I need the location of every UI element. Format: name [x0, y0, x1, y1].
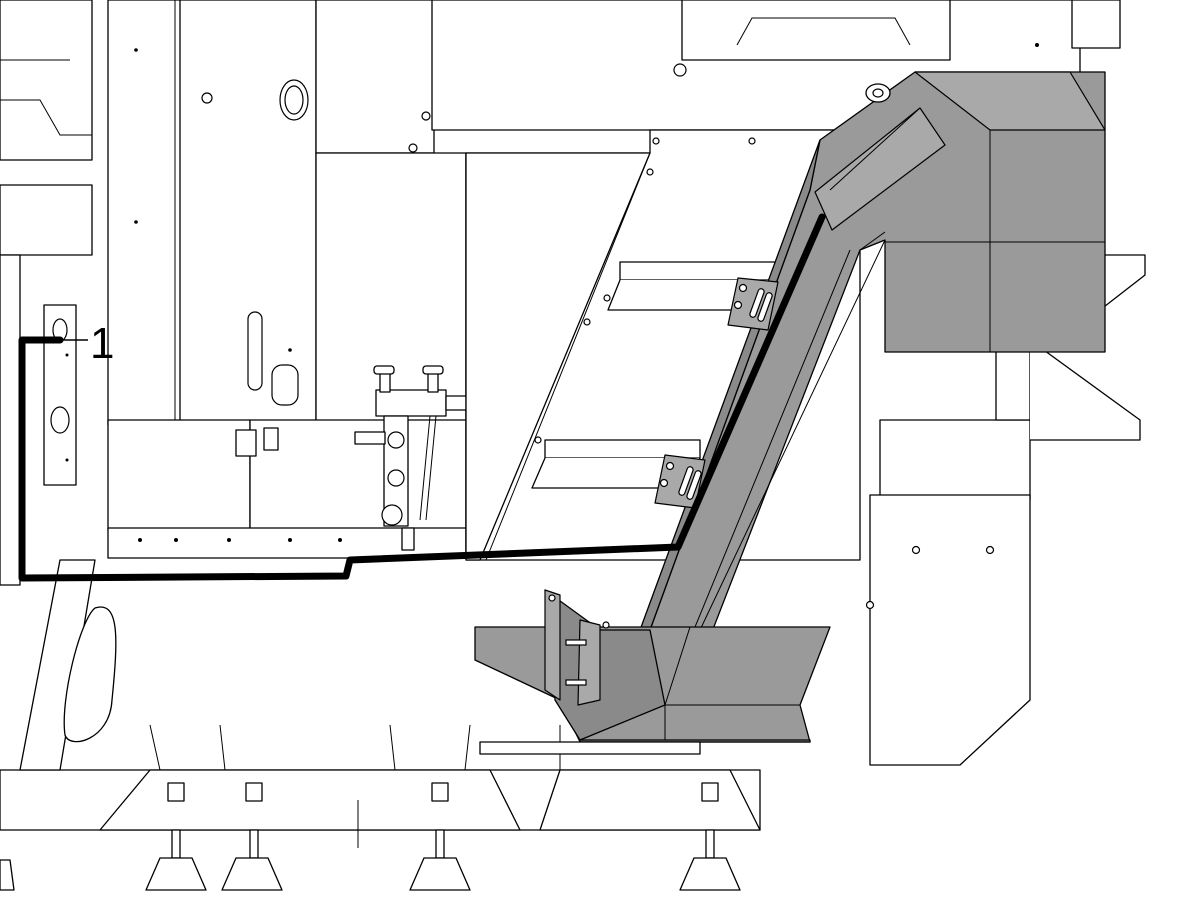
valve-assembly [235, 365, 488, 551]
callout-number: 1 [90, 319, 114, 368]
leveling-foot [145, 829, 207, 891]
callout: 1 [62, 319, 114, 368]
base-frame [0, 559, 761, 891]
chip-conveyor [474, 71, 1106, 743]
leveling-foot [679, 829, 741, 891]
highlighted-route [18, 213, 826, 582]
leveling-foot [221, 829, 283, 891]
leveling-foot [409, 829, 471, 891]
machine-cabinet [0, 0, 1146, 766]
